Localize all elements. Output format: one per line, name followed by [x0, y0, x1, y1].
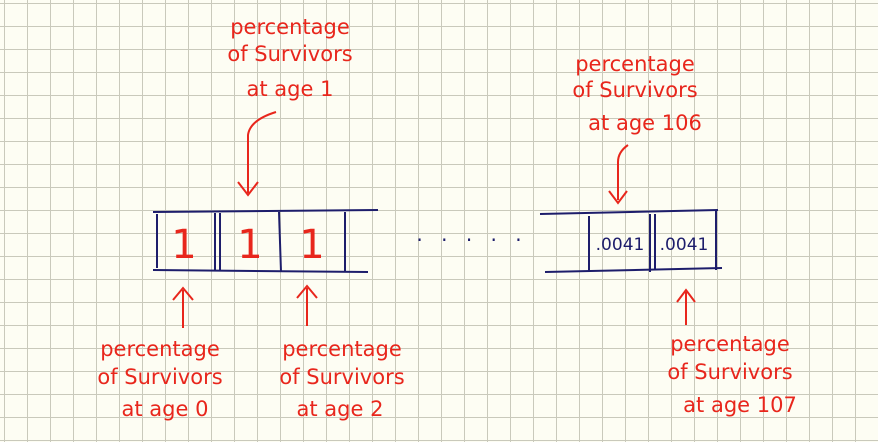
cell-age-0-value: 1 [171, 222, 196, 268]
arrowhead-age-2 [296, 284, 318, 299]
arrowhead-age-1 [237, 181, 259, 197]
arrowhead-age-106 [608, 190, 628, 205]
annotation-age-107-line-1: percentage [670, 332, 790, 356]
cell-age-107-value: .0041 [660, 235, 709, 255]
annotation-age-1-line-1: percentage [230, 15, 350, 39]
annotation-age-0-line-3: at age 0 [122, 397, 209, 421]
annotation-age-106-line-1: percentage [575, 52, 695, 76]
array-right-segment [539, 209, 723, 273]
annotation-age-0-line-2: of Survivors [97, 365, 222, 389]
cell-age-2-value: 1 [299, 222, 324, 268]
annotation-age-107-line-2: of Survivors [667, 360, 792, 384]
annotation-age-107-line-3: at age 107 [683, 393, 797, 417]
cell-age-106-value: .0041 [596, 235, 645, 255]
annotation-age-2-line-3: at age 2 [297, 397, 384, 421]
cell-age-1-value: 1 [237, 222, 262, 268]
annotation-age-0-line-1: percentage [100, 337, 220, 361]
annotation-age-106-line-2: of Survivors [572, 78, 697, 102]
annotation-age-106-line-3: at age 106 [588, 111, 702, 135]
annotation-age-1-line-3: at age 1 [247, 77, 334, 101]
arrow-age-106 [617, 144, 629, 200]
ellipsis: · · · · · [416, 228, 527, 252]
arrow-age-1 [247, 111, 277, 193]
arrowhead-age-107 [676, 288, 696, 303]
arrowhead-age-0 [172, 286, 194, 301]
annotation-age-2-line-2: of Survivors [279, 365, 404, 389]
array-left-segment [152, 209, 379, 273]
annotation-age-2-line-1: percentage [282, 337, 402, 361]
annotation-age-1-line-2: of Survivors [227, 42, 352, 66]
